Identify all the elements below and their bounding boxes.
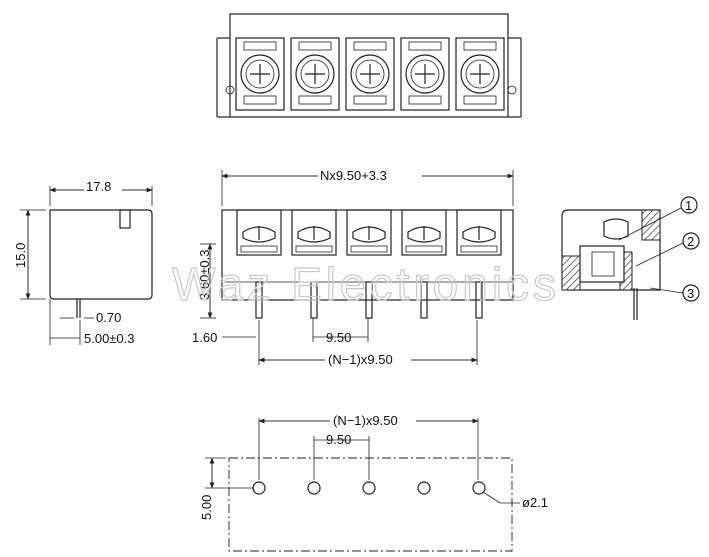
callout-2-icon (682, 232, 700, 250)
pcb-span-label: (N−1)x9.50 (333, 413, 398, 428)
terminal-cell (291, 209, 337, 319)
screw-head-icon (460, 54, 500, 94)
pin (365, 281, 373, 319)
pcb-hole-icon (252, 481, 266, 495)
pcb-hole-icon (362, 481, 376, 495)
callout-1-label: 1 (685, 198, 692, 213)
pcb-row-offset-label: 5.00 (199, 495, 214, 520)
front-span-label: (N−1)x9.50 (328, 352, 393, 367)
pcb-layout: (N−1)x9.50 9.50 5.00 ø2.1 (199, 413, 548, 552)
pcb-hole-icon (417, 481, 431, 495)
side-width-label: 17.8 (86, 179, 111, 194)
screw-terminal (290, 37, 340, 111)
side-pin-diameter-label: 0.70 (96, 310, 121, 325)
screw-head-icon (405, 54, 445, 94)
front-view: Nx9.50+3.3 3.60±0.3 1.60 9.50 (N−1)x9.50 (192, 168, 514, 367)
callout-3-icon (682, 284, 700, 302)
pcb-pitch-label: 9.50 (326, 432, 351, 447)
front-pin-width-label: 1.60 (192, 330, 217, 345)
screw-terminal (400, 37, 450, 111)
screw-head-icon (295, 54, 335, 94)
front-pin-protrusion-label: 3.60±0.3 (197, 249, 212, 300)
terminal-cell (456, 209, 502, 319)
side-pin-offset-label: 5.00±0.3 (84, 331, 135, 346)
pcb-hole-icon (472, 481, 486, 495)
callout-2-label: 2 (687, 234, 694, 249)
pin (420, 281, 428, 319)
terminal-cell (236, 209, 282, 319)
callout-1-icon (680, 196, 698, 214)
side-view: 17.8 15.0 0.70 5.00±0.3 (13, 179, 153, 346)
pcb-hole-label: ø2.1 (522, 495, 548, 510)
screw-terminal (455, 37, 505, 111)
pin (310, 281, 318, 319)
watermark-text: Waz Electronics (172, 258, 560, 310)
side-height-label: 15.0 (13, 243, 28, 268)
mount-hole-left-icon (225, 85, 235, 95)
pin (475, 281, 483, 319)
screw-head-icon (240, 54, 280, 94)
terminal-cell (346, 209, 392, 319)
screw-terminal (235, 37, 285, 111)
pin (255, 281, 263, 319)
terminal-cell (401, 209, 447, 319)
pcb-hole-icon (307, 481, 321, 495)
section-view: 1 2 3 (561, 196, 700, 320)
top-view (216, 13, 522, 118)
callout-3-label: 3 (687, 286, 694, 301)
screw-terminal (345, 37, 395, 111)
mount-hole-right-icon (507, 85, 517, 95)
screw-head-icon (350, 54, 390, 94)
front-overall-length-label: Nx9.50+3.3 (320, 168, 387, 183)
front-pitch-label: 9.50 (326, 330, 351, 345)
